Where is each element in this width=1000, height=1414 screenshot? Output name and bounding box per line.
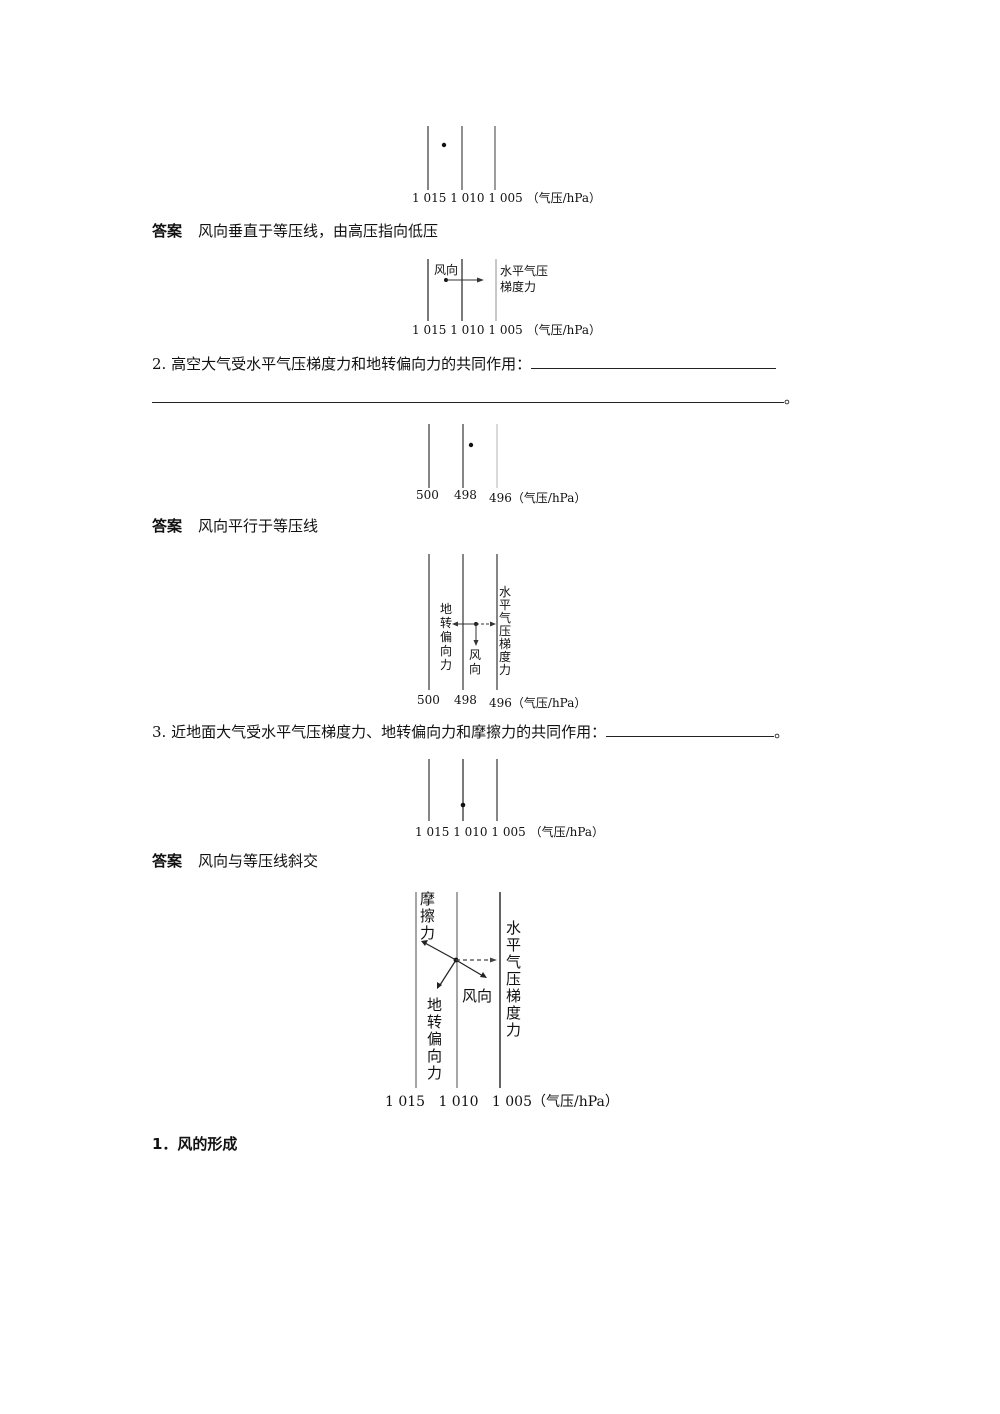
answer-text: 风向与等压线斜交 [198,852,319,870]
coriolis-label: 地转偏向力 [440,602,453,672]
arrow-left-icon [452,621,458,627]
answer-label: 答案 [152,517,183,535]
isobar-lines [428,424,498,488]
isobar-lines [427,126,496,190]
answer-text: 风向平行于等压线 [198,517,319,535]
isobar-diagram-surface-blank: 1 015 1 010 1 005 （气压/hPa） [400,120,620,210]
pgf-label: 水平气压梯度力 [506,919,522,1039]
isobar-labels: 1 015 1 010 1 005 （气压/hPa） [415,825,605,839]
question-2-line2: 。 [152,388,799,408]
isobar-diagram-near-surface-answer: 摩擦力 地转偏向力 风向 水平气压梯度力 1 015 1 010 1 005（气… [370,885,650,1115]
answer-3: 答案风向与等压线斜交 [152,851,318,871]
arrow-right-icon [490,621,496,627]
isobar-diagram-upper-answer: 地转偏向力 风向 水平气压梯度力 500 498 496（气压/hPa） [400,550,620,710]
answer-text: 风向垂直于等压线，由高压指向低压 [198,222,439,240]
isobar-labels: 1 015 1 010 1 005（气压/hPa） [385,1094,619,1110]
isobar-labels: 1 015 1 010 1 005 （气压/hPa） [412,191,602,205]
wind-label: 风向 [462,987,493,1005]
isobar-lines [428,554,498,690]
isobar-diagram-near-surface-blank: 1 015 1 010 1 005 （气压/hPa） [400,755,620,845]
question-3: 3. 近地面大气受水平气压梯度力、地转偏向力和摩擦力的共同作用：。 [152,722,790,741]
section-heading: 1．风的形成 [152,1135,238,1153]
answer-2: 答案风向平行于等压线 [152,516,318,536]
pgf-arrow-icon [490,957,497,963]
pgf-label: 水平气压 梯度力 [500,264,549,294]
friction-label: 摩擦力 [420,890,436,942]
isobar-lines [428,759,498,821]
answer-blank[interactable] [531,354,777,369]
answer-label: 答案 [152,222,183,240]
wind-label: 风向 [469,648,482,676]
arrow-right-icon [477,277,484,283]
wind-label: 风向 [434,263,459,277]
answer-blank[interactable] [152,388,784,403]
answer-1: 答案风向垂直于等压线，由高压指向低压 [152,221,438,241]
wind-arrow-icon [480,972,487,978]
question-2: 2. 高空大气受水平气压梯度力和地转偏向力的共同作用： [152,354,777,374]
answer-label: 答案 [152,852,183,870]
friction-arrow-icon [421,940,428,946]
isobar-diagram-upper-blank: 500 498 496（气压/hPa） [400,420,620,510]
isobar-lines [415,892,501,1088]
coriolis-arrow-icon [437,982,442,989]
isobar-diagram-surface-answer: 风向 水平气压 梯度力 1 015 1 010 1 005 （气压/hPa） [400,255,620,345]
isobar-lines [427,259,497,321]
coriolis-label: 地转偏向力 [427,996,443,1082]
arrow-down-icon [473,640,479,646]
pgf-label: 水平气压梯度力 [499,585,512,677]
isobar-labels: 1 015 1 010 1 005 （气压/hPa） [412,323,602,337]
answer-blank[interactable] [606,722,775,737]
air-parcel-dot [441,142,447,148]
